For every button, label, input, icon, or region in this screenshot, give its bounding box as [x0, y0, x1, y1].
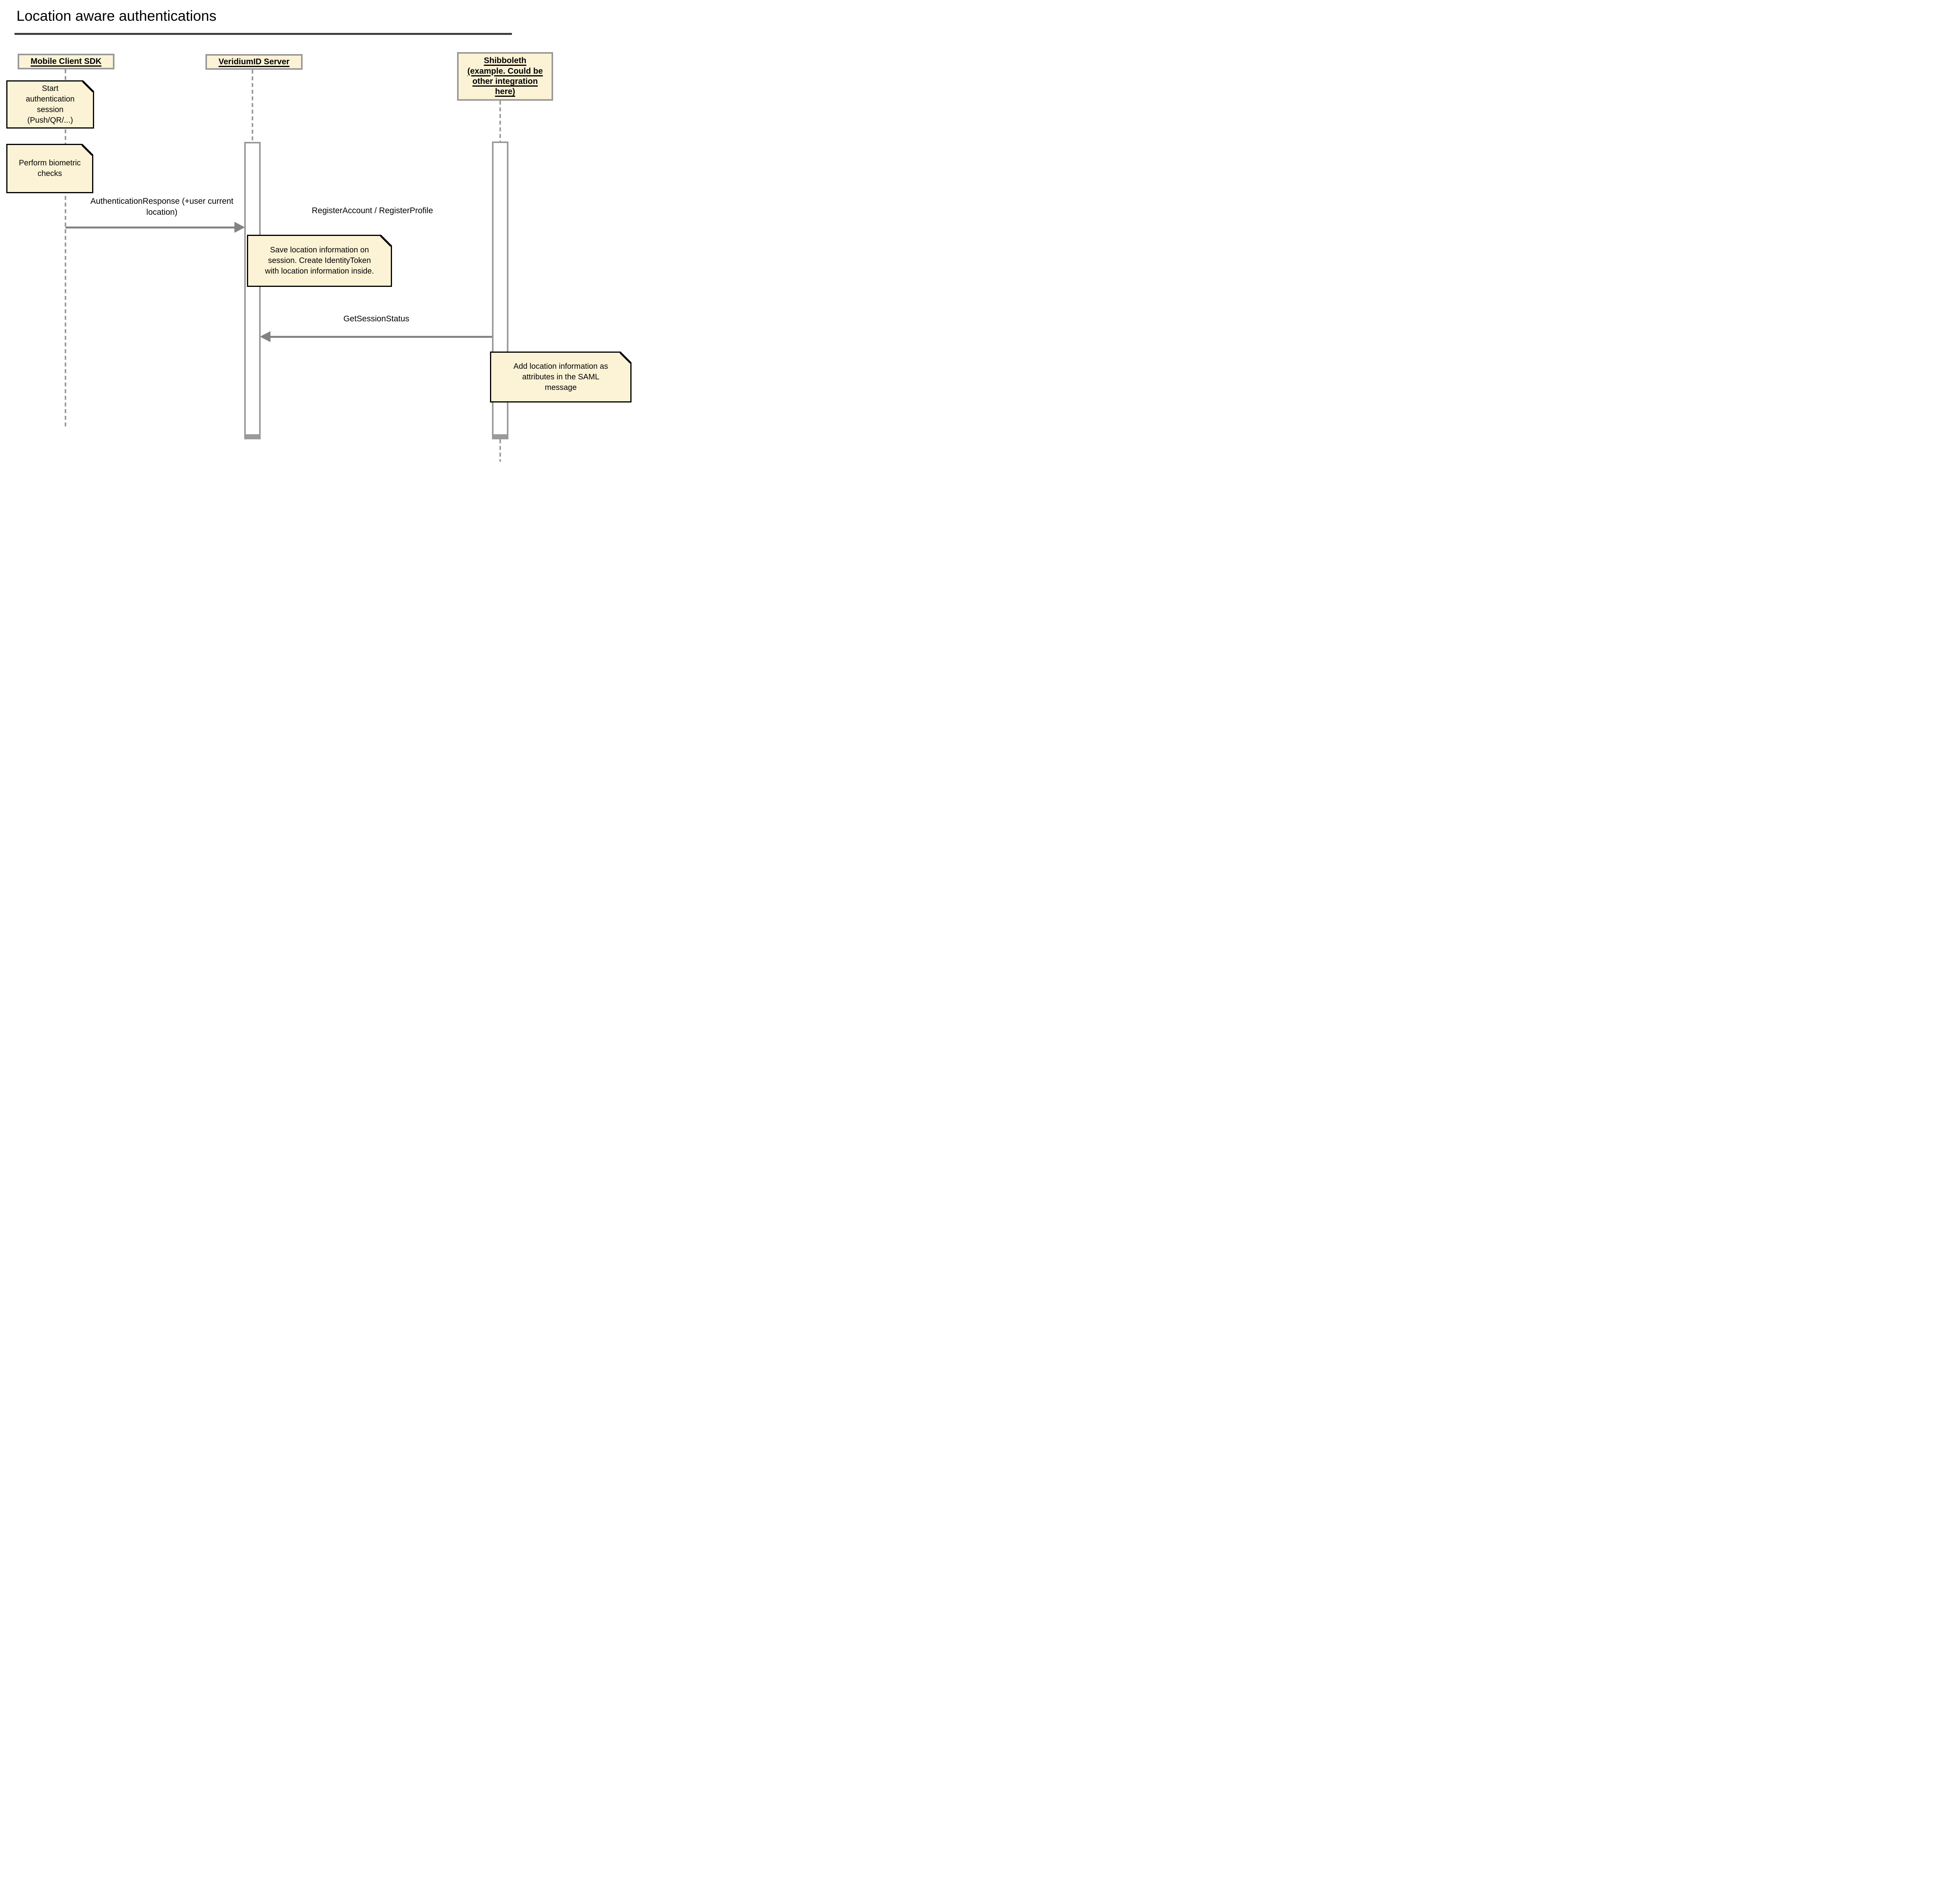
page-title: Location aware authentications — [16, 8, 217, 24]
folded-corner-icon — [82, 144, 93, 156]
lifeline-shibboleth — [499, 101, 501, 142]
note-add-location-attributes-saml: Add location information as attributes i… — [490, 352, 632, 402]
message-label-authentication-response: AuthenticationResponse (+user current lo… — [90, 197, 234, 217]
note-text: Perform biometric checks — [19, 159, 81, 178]
arrowhead-left-icon — [260, 331, 270, 342]
note-perform-biometric-checks: Perform biometric checks — [6, 144, 93, 193]
note-text: Add location information as attributes i… — [513, 362, 608, 392]
folded-corner-icon — [380, 235, 392, 247]
lifeline-veridiumid-server — [252, 70, 253, 143]
activation-bar-veridiumid-server — [244, 142, 261, 439]
actor-server-label: VeridiumID Server — [218, 57, 290, 66]
actor-shibboleth-label: Shibboleth (example. Could be other inte… — [467, 56, 543, 96]
sequence-diagram-canvas: Location aware authentications Mobile Cl… — [0, 0, 645, 472]
actor-mobile-client-sdk: Mobile Client SDK — [18, 54, 114, 69]
note-text: Save location information on session. Cr… — [265, 246, 374, 276]
message-arrow-authentication-response — [65, 227, 235, 228]
message-label-register-account-profile: RegisterAccount / RegisterProfile — [312, 206, 433, 215]
note-text: Start authentication session (Push/QR/..… — [25, 84, 75, 125]
lifeline-shibboleth-tail — [499, 439, 501, 462]
folded-corner-icon — [620, 352, 632, 363]
note-start-authentication-session: Start authentication session (Push/QR/..… — [6, 80, 94, 129]
note-save-location-information: Save location information on session. Cr… — [247, 235, 392, 287]
lifeline-mobile-client-sdk — [65, 69, 66, 427]
arrowhead-right-icon — [234, 222, 245, 233]
actor-veridiumid-server: VeridiumID Server — [205, 54, 303, 70]
actor-shibboleth: Shibboleth (example. Could be other inte… — [457, 52, 553, 101]
message-arrow-get-session-status — [270, 336, 492, 338]
title-underline — [15, 33, 512, 35]
message-label-get-session-status: GetSessionStatus — [343, 314, 410, 323]
actor-mobile-label: Mobile Client SDK — [31, 56, 102, 66]
folded-corner-icon — [82, 80, 94, 92]
